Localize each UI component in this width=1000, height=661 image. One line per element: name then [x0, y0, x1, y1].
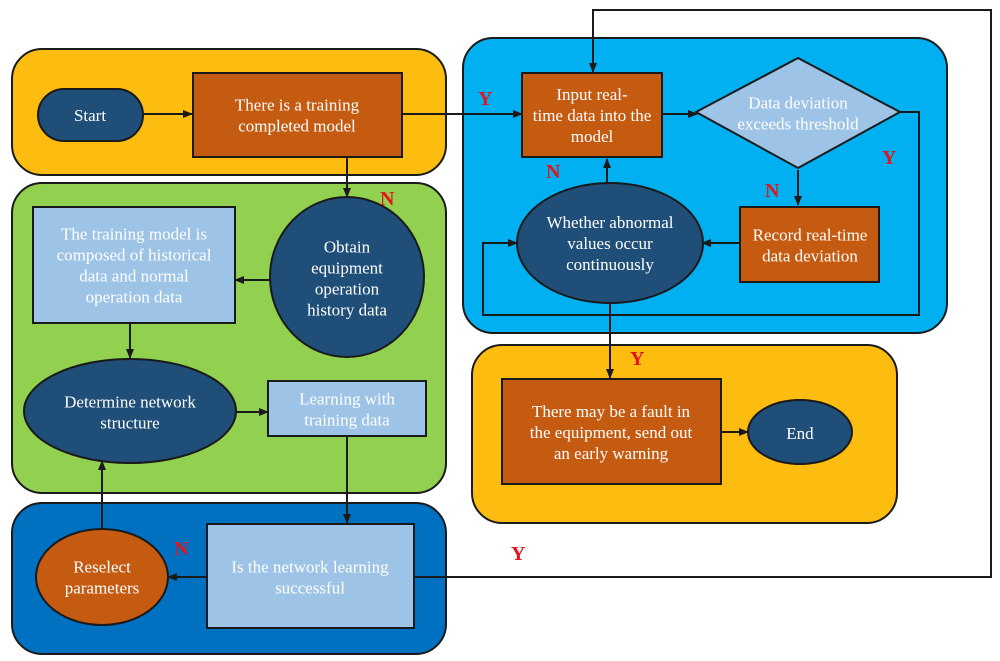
obtain-history-node [269, 196, 425, 358]
label-learning-yes: Y [511, 543, 526, 565]
label-learning-no: N [174, 538, 189, 560]
record-box [739, 206, 880, 283]
determine-network-node [23, 358, 237, 464]
training-model-line: composed of historical [57, 246, 212, 265]
fault-line: the equipment, send out [530, 423, 693, 442]
label-deviation-no: N [765, 180, 780, 202]
trained-model-label: There is a training completed model [235, 96, 360, 136]
determine-network-line: structure [100, 414, 159, 433]
label-model-to-input: Y [478, 88, 493, 110]
deviation-line: Data deviation [748, 94, 848, 113]
deviation-line: exceeds threshold [737, 115, 859, 134]
determine-network-label: Determine network structure [64, 393, 196, 433]
abnormal-line: values occur [567, 234, 653, 253]
trained-model-box [192, 72, 403, 158]
input-data-line: time data into the [533, 106, 652, 125]
input-data-label: Input real-time data into the model [533, 85, 652, 146]
learning-success-box [206, 523, 415, 629]
obtain-history-line: Obtain [324, 238, 371, 257]
input-data-line: model [571, 127, 614, 146]
training-model-box [32, 206, 236, 324]
input-data-line: Input real- [556, 85, 628, 104]
abnormal-label: Whether abnormal values occur continuously [547, 213, 674, 274]
obtain-history-label: Obtain equipment operation history data [307, 238, 387, 320]
trained-model-line: There is a training [235, 96, 360, 115]
abnormal-line: Whether abnormal [547, 213, 674, 232]
learning-success-line: successful [275, 579, 345, 598]
end-line: End [786, 424, 814, 443]
abnormal-decision [516, 182, 704, 304]
start-label: Start [74, 106, 106, 125]
reselect-line: Reselect [73, 558, 131, 577]
end-label: End [786, 424, 814, 443]
label-abnormal-no: N [546, 161, 561, 183]
learning-success-line: Is the network learning [231, 558, 389, 577]
learning-label: Learning with training data [299, 390, 395, 430]
start-line: Start [74, 106, 106, 125]
edge-check-yes [414, 9, 992, 578]
reselect-node [35, 528, 169, 626]
fault-line: There may be a fault in [532, 402, 691, 421]
label-model-to-history: N [380, 188, 395, 210]
reselect-label: Reselect parameters [65, 558, 140, 598]
label-abnormal-yes: Y [630, 348, 645, 370]
start-terminal [37, 88, 144, 142]
training-model-line: operation data [86, 288, 183, 307]
end-terminal [747, 399, 853, 465]
deviation-decision [693, 56, 903, 170]
obtain-history-line: history data [307, 301, 387, 320]
learning-box [267, 380, 427, 437]
trained-model-line: completed model [238, 117, 356, 136]
record-label: Record real-time data deviation [753, 226, 868, 266]
learning-line: Learning with [299, 390, 395, 409]
training-model-line: The training model is [61, 225, 207, 244]
deviation-label: Data deviation exceeds threshold [737, 94, 859, 134]
obtain-history-line: operation [315, 280, 380, 299]
training-model-line: data and normal [79, 267, 189, 286]
record-line: data deviation [762, 247, 858, 266]
obtain-history-line: equipment [311, 259, 383, 278]
learning-success-label: Is the network learning successful [231, 558, 389, 598]
fault-box [501, 378, 722, 485]
fault-label: There may be a fault in the equipment, se… [530, 402, 693, 463]
input-data-box [521, 72, 663, 158]
training-model-label: The training model is composed of histori… [57, 225, 212, 307]
reselect-line: parameters [65, 579, 140, 598]
determine-network-line: Determine network [64, 393, 196, 412]
learning-line: training data [304, 411, 390, 430]
record-line: Record real-time [753, 226, 868, 245]
label-deviation-yes: Y [882, 147, 897, 169]
edge-deviation-yes [482, 111, 920, 316]
fault-line: an early warning [554, 444, 669, 463]
abnormal-line: continuously [566, 255, 654, 274]
